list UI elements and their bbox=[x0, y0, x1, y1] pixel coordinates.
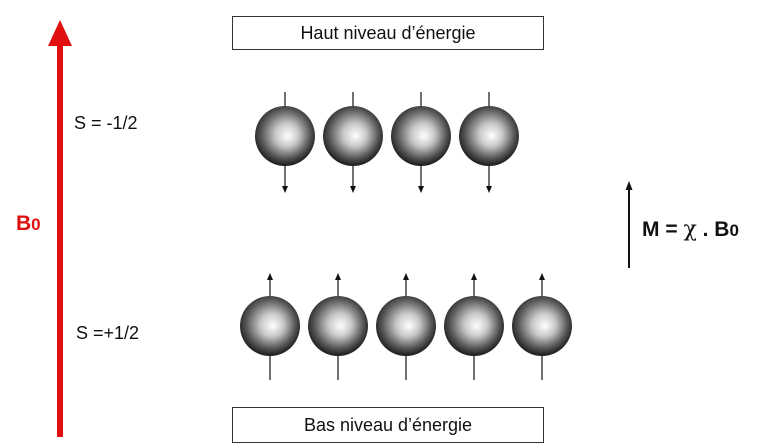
magnetization-arrow bbox=[625, 181, 633, 268]
spin-up bbox=[240, 273, 300, 380]
field-label-sub: 0 bbox=[31, 215, 41, 234]
spin-sphere bbox=[240, 296, 300, 356]
spin-up bbox=[308, 273, 368, 380]
field-label-main: B bbox=[16, 212, 32, 235]
spin-sphere bbox=[308, 296, 368, 356]
magnetization-formula: M = χ . B0 bbox=[642, 217, 739, 242]
spin-sphere bbox=[255, 106, 315, 166]
spin-down bbox=[391, 92, 451, 193]
spin-sphere bbox=[391, 106, 451, 166]
spin-sphere bbox=[459, 106, 519, 166]
spins-down-group bbox=[255, 92, 519, 193]
spin-down bbox=[255, 92, 315, 193]
spin-minus-half-label: S = -1/2 bbox=[74, 113, 138, 133]
spin-sphere bbox=[323, 106, 383, 166]
spin-down bbox=[459, 92, 519, 193]
magnetization-chi: χ bbox=[683, 217, 697, 242]
spin-sphere bbox=[376, 296, 436, 356]
low-energy-level-label: Bas niveau d’énergie bbox=[303, 415, 473, 435]
magnetization-sub: 0 bbox=[729, 221, 739, 240]
spins-up-group bbox=[240, 273, 572, 380]
spin-up bbox=[376, 273, 436, 380]
spin-up bbox=[512, 273, 572, 380]
spin-up bbox=[444, 273, 504, 380]
spin-plus-half-label: S =+1/2 bbox=[76, 323, 140, 343]
magnetization-prefix: M = bbox=[642, 218, 684, 241]
magnetization-mid: . B bbox=[696, 218, 730, 241]
high-energy-level-box: Haut niveau d’énergie bbox=[232, 16, 544, 50]
field-label: B0 bbox=[16, 212, 41, 236]
spin-sphere bbox=[512, 296, 572, 356]
high-energy-level-label: Haut niveau d’énergie bbox=[300, 22, 476, 43]
low-energy-level-box: Bas niveau d’énergie bbox=[232, 407, 544, 443]
spin-sphere bbox=[444, 296, 504, 356]
field-arrow bbox=[48, 20, 72, 437]
spin-down bbox=[323, 92, 383, 193]
